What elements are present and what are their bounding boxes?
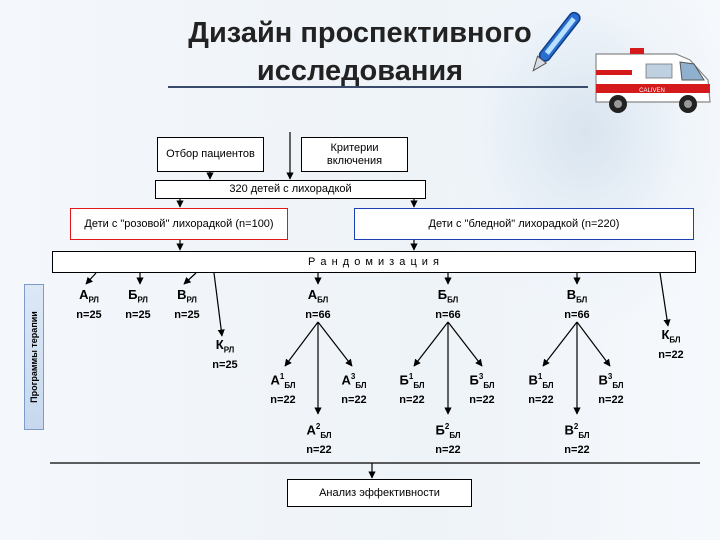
group-b-bl: ББЛ n=66 (435, 287, 461, 321)
group-v-bl: ВБЛ n=66 (564, 287, 590, 321)
group-k-bl: КБЛ n=22 (658, 327, 684, 361)
group-b2: Б2БЛ n=22 (435, 422, 461, 456)
pink-fever-box: Дети с "розовой" лихорадкой (n=100) (70, 208, 288, 240)
total-children-box: 320 детей с лихорадкой (155, 180, 426, 199)
group-a1: А1БЛ n=22 (270, 372, 296, 406)
therapy-programs-label: Программы терапии (24, 284, 44, 430)
group-a3: А3БЛ n=22 (341, 372, 367, 406)
title-underline (168, 86, 588, 88)
efficacy-analysis-box: Анализ эффективности (287, 479, 472, 507)
pale-fever-box: Дети с "бледной" лихорадкой (n=220) (354, 208, 694, 240)
inclusion-criteria-box: Критерии включения (301, 137, 408, 172)
thermometer-icon (532, 11, 581, 72)
ambulance-icon: CALIVEN (595, 48, 711, 113)
ambulance-label: CALIVEN (639, 88, 665, 94)
group-k-rl: КРЛ n=25 (212, 337, 238, 371)
group-v1: В1БЛ n=22 (528, 372, 554, 406)
group-v-rl: ВРЛ n=25 (174, 287, 200, 321)
group-v3: В3БЛ n=22 (598, 372, 624, 406)
group-a-bl: АБЛ n=66 (305, 287, 331, 321)
group-b-rl: БРЛ n=25 (125, 287, 151, 321)
group-b3: Б3БЛ n=22 (469, 372, 495, 406)
group-v2: В2БЛ n=22 (564, 422, 590, 456)
group-a2: А2БЛ n=22 (306, 422, 332, 456)
page-title: Дизайн проспективного исследования (188, 17, 532, 87)
group-a-rl: АРЛ n=25 (76, 287, 102, 321)
randomization-box: Р а н д о м и з а ц и я (52, 251, 696, 273)
group-b1: Б1БЛ n=22 (399, 372, 425, 406)
patient-selection-box: Отбор пациентов (157, 137, 264, 172)
